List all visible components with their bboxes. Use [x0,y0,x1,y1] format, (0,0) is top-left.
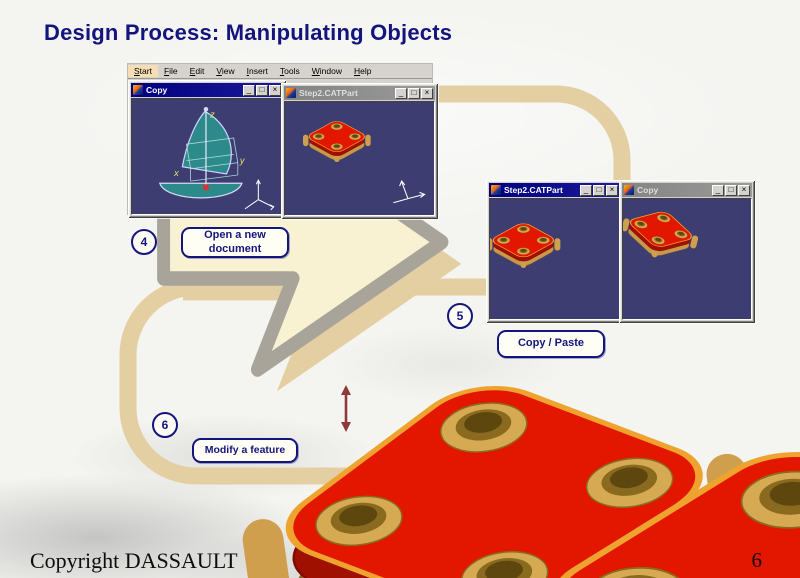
titlebar[interactable]: Step2.CATPart _ □ × [489,183,620,197]
catia-document-icon [286,88,296,98]
menu-item-view[interactable]: View [216,66,235,76]
step-4-label: Open a new document [181,227,289,258]
titlebar[interactable]: Copy _ □ × [622,183,752,197]
minimize-button[interactable]: _ [580,184,592,196]
window-title: Step2.CATPart [299,88,358,98]
window-title: Step2.CATPart [504,185,563,195]
window-paste-right: Copy _ □ × [619,180,755,323]
part-viewport [622,198,752,320]
step-4-badge: 4 [131,229,157,255]
close-button[interactable]: × [738,184,750,196]
window-copy-sketch: Copy _ □ × [128,80,286,218]
minimize-button[interactable]: _ [243,84,255,96]
minimize-button[interactable]: _ [395,87,407,99]
part-drawing [490,220,562,269]
window-step2-top: Step2.CATPart _ □ × [281,83,438,219]
resize-arrow-icon [341,385,351,432]
axis-label-z: z [209,109,215,119]
menu-bar: Start File Edit View Insert Tools Window… [128,64,432,79]
step-5-label: Copy / Paste [497,330,605,358]
axis-triad-icon [244,178,275,211]
part-drawing [623,200,704,268]
close-button[interactable]: × [269,84,281,96]
step-6-label: Modify a feature [192,438,298,463]
catia-document-icon [133,85,143,95]
part-viewport [489,198,620,320]
close-button[interactable]: × [421,87,433,99]
flow-path-top [128,85,631,200]
step-5-badge: 5 [447,303,473,329]
maximize-button[interactable]: □ [256,84,268,96]
menu-item-tools[interactable]: Tools [279,66,300,76]
axis-label-y: y [239,156,246,166]
menu-item-edit[interactable]: Edit [189,66,205,76]
window-title: Copy [146,85,168,95]
copyright-text: Copyright DASSAULT [30,548,238,573]
window-title: Copy [637,185,659,195]
maximize-button[interactable]: □ [593,184,605,196]
titlebar[interactable]: Step2.CATPart _ □ × [284,86,435,100]
maximize-button[interactable]: □ [408,87,420,99]
menu-item-insert[interactable]: Insert [246,66,268,76]
step-6-badge: 6 [152,412,178,438]
sketch-viewport: z y x [131,98,283,215]
catia-app-screenshot: Start File Edit View Insert Tools Window… [128,64,438,219]
part-viewport [284,101,435,216]
page-title: Design Process: Manipulating Objects [44,20,453,45]
close-button[interactable]: × [606,184,618,196]
menu-item-start[interactable]: Start [128,65,158,77]
catia-document-icon [624,185,634,195]
window-paste-left: Step2.CATPart _ □ × [486,180,623,323]
axis-triad-icon [393,179,426,204]
menu-item-file[interactable]: File [163,66,178,76]
minimize-button[interactable]: _ [712,184,724,196]
part-drawing [302,118,426,204]
menu-item-window[interactable]: Window [311,66,342,76]
flow-path-return [119,278,560,485]
axis-label-x: x [173,168,179,178]
maximize-button[interactable]: □ [725,184,737,196]
sketch-drawing: z y x [158,107,275,211]
titlebar[interactable]: Copy _ □ × [131,83,283,97]
menu-item-help[interactable]: Help [354,66,372,76]
page-number: 6 [751,548,763,572]
catia-document-icon [491,185,501,195]
